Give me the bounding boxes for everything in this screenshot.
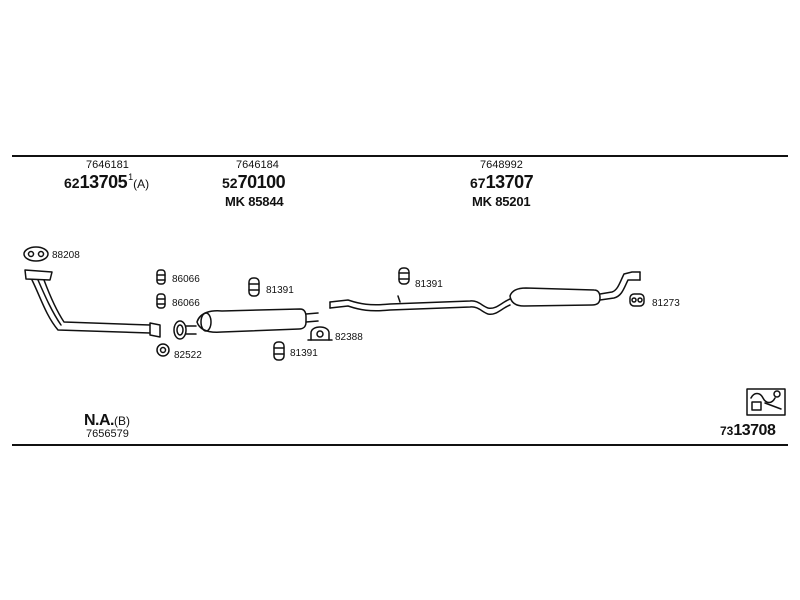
bottom-divider	[12, 444, 788, 446]
rear-pipe	[329, 295, 511, 316]
gasket-82522	[156, 343, 170, 357]
label-88208: 88208	[52, 250, 80, 261]
group3-part-number: 6713707	[470, 172, 534, 193]
group1-sup: 1	[128, 172, 134, 182]
hanger-81391-rear	[398, 267, 410, 285]
group2-main: 70100	[237, 172, 286, 192]
kit-main: 13708	[733, 422, 776, 439]
group1-suffix: (A)	[133, 177, 150, 191]
group3-prefix: 67	[470, 175, 486, 191]
label-81391-low: 81391	[290, 348, 318, 359]
group2-prefix: 52	[222, 175, 238, 191]
group2-mk-code: MK 85844	[225, 194, 284, 209]
label-81273: 81273	[652, 298, 680, 309]
na-suffix: (B)	[114, 414, 130, 428]
na-label: N.A.(B)	[84, 412, 130, 430]
group3-main: 13707	[485, 172, 534, 192]
front-pipe	[24, 269, 161, 338]
group1-main: 13705	[79, 172, 128, 192]
rear-muffler	[509, 271, 641, 307]
kit-box-icon	[746, 388, 786, 416]
hanger-81391-mid	[248, 277, 260, 297]
clamp-86066-1	[156, 269, 166, 285]
gasket-88208	[23, 246, 49, 262]
group3-top-code: 7648992	[480, 159, 523, 171]
label-86066-1: 86066	[172, 274, 200, 285]
middle-muffler	[196, 308, 319, 333]
label-82522: 82522	[174, 350, 202, 361]
label-86066-2: 86066	[172, 298, 200, 309]
clamp-82388	[307, 326, 333, 341]
label-81391-mid: 81391	[266, 285, 294, 296]
top-divider	[12, 155, 788, 157]
hanger-81273	[629, 293, 645, 307]
kit-prefix: 73	[720, 424, 734, 438]
group2-top-code: 7646184	[236, 159, 279, 171]
group3-mk-code: MK 85201	[472, 194, 531, 209]
group1-part-number: 62137051(A)	[64, 172, 149, 193]
group1-prefix: 62	[64, 175, 80, 191]
na-text: N.A.	[84, 412, 115, 429]
group1-top-code: 7646181	[86, 159, 129, 171]
clamp-86066-2	[156, 293, 166, 309]
flange-connector	[173, 320, 197, 340]
na-code: 7656579	[86, 428, 129, 440]
label-81391-rear: 81391	[415, 279, 443, 290]
hanger-81391-low	[273, 341, 285, 361]
kit-part-number: 7313708	[720, 422, 776, 440]
group2-part-number: 5270100	[222, 172, 286, 193]
label-82388: 82388	[335, 332, 363, 343]
